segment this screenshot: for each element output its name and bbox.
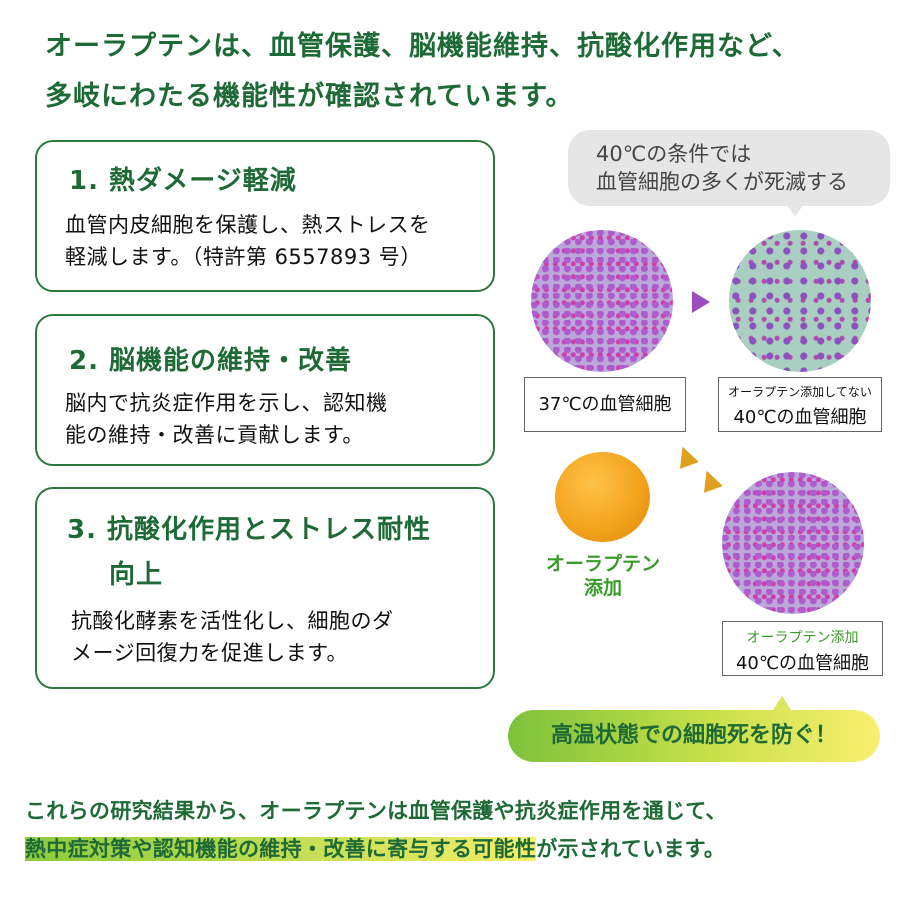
- feature-card-1: 1. 熱ダメージ軽減 血管内皮細胞を保護し、熱ストレスを 軽減します。（特許第 …: [35, 140, 495, 292]
- feature-card-2: 2. 脳機能の維持・改善 脳内で抗炎症作用を示し、認知機 能の維持・改善に貢献し…: [35, 314, 495, 466]
- orange-fruit-image: [555, 452, 650, 542]
- cells-40c-with-auraptene-image: [722, 472, 864, 614]
- label-main: 40℃の血管細胞: [733, 407, 867, 428]
- feature-body-2: 能の維持・改善に貢献します。: [65, 423, 364, 447]
- footer-line-2-rest: が示されています。: [536, 837, 726, 861]
- label-small: オーラプテン添加: [746, 630, 859, 646]
- feature-body-2: 軽減します。（特許第 6557893 号）: [65, 245, 422, 269]
- result-banner: 高温状態での細胞死を防ぐ！: [508, 710, 880, 762]
- label-main: 40℃の血管細胞: [735, 653, 870, 674]
- feature-body-2: メージ回復力を促進します。: [71, 641, 348, 665]
- header-line-2: 多岐にわたる機能性が確認されています。: [45, 81, 574, 112]
- feature-card-3: 3. 抗酸化作用とストレス耐性 向上 抗酸化酵素を活性化し、細胞のダ メージ回復…: [35, 487, 495, 689]
- orange-label-2: 添加: [583, 577, 622, 599]
- orange-label: オーラプテン 添加: [540, 552, 666, 600]
- feature-body-1: 脳内で抗炎症作用を示し、認知機: [65, 391, 388, 415]
- feature-title-cont: 向上: [109, 560, 164, 590]
- feature-title: 2. 脳機能の維持・改善: [69, 346, 353, 376]
- footer-line-1: これらの研究結果から、オーラプテンは血管保護や抗炎症作用を通じて、: [25, 799, 727, 823]
- feature-title: 1. 熱ダメージ軽減: [69, 166, 297, 196]
- cells-40c-no-auraptene-image: [729, 230, 871, 372]
- label-40c-no: オーラプテン添加してない 40℃の血管細胞: [718, 377, 882, 432]
- footer-highlight: 熱中症対策や認知機能の維持・改善に寄与する可能性: [25, 837, 537, 861]
- footer: これらの研究結果から、オーラプテンは血管保護や抗炎症作用を通じて、 熱中症対策や…: [25, 792, 727, 868]
- footer-line-2: 熱中症対策や認知機能の維持・改善に寄与する可能性が示されています。: [25, 830, 727, 868]
- cells-37c-image: [531, 230, 673, 372]
- label-40c-yes: オーラプテン添加 40℃の血管細胞: [722, 621, 883, 676]
- header-line-1: オーラプテンは、血管保護、脳機能維持、抗酸化作用など、: [45, 31, 800, 62]
- label-37c: 37℃の血管細胞: [524, 377, 686, 432]
- banner-tail: [773, 696, 791, 710]
- speech-bubble: 40℃の条件では 血管細胞の多くが死滅する: [568, 130, 890, 206]
- bubble-line-2: 血管細胞の多くが死滅する: [596, 170, 848, 194]
- header: オーラプテンは、血管保護、脳機能維持、抗酸化作用など、 多岐にわたる機能性が確認…: [45, 22, 800, 122]
- arrow-icon: [673, 443, 699, 469]
- bubble-line-1: 40℃の条件では: [596, 142, 752, 166]
- arrow-right-icon: [692, 291, 710, 313]
- orange-label-1: オーラプテン: [545, 553, 660, 575]
- bubble-tail: [787, 205, 803, 217]
- feature-body-1: 抗酸化酵素を活性化し、細胞のダ: [71, 609, 394, 633]
- feature-body-1: 血管内皮細胞を保護し、熱ストレスを: [65, 213, 431, 237]
- feature-title: 3. 抗酸化作用とストレス耐性: [67, 515, 432, 545]
- arrow-icon: [697, 467, 723, 493]
- label-small: オーラプテン添加してない: [728, 385, 872, 399]
